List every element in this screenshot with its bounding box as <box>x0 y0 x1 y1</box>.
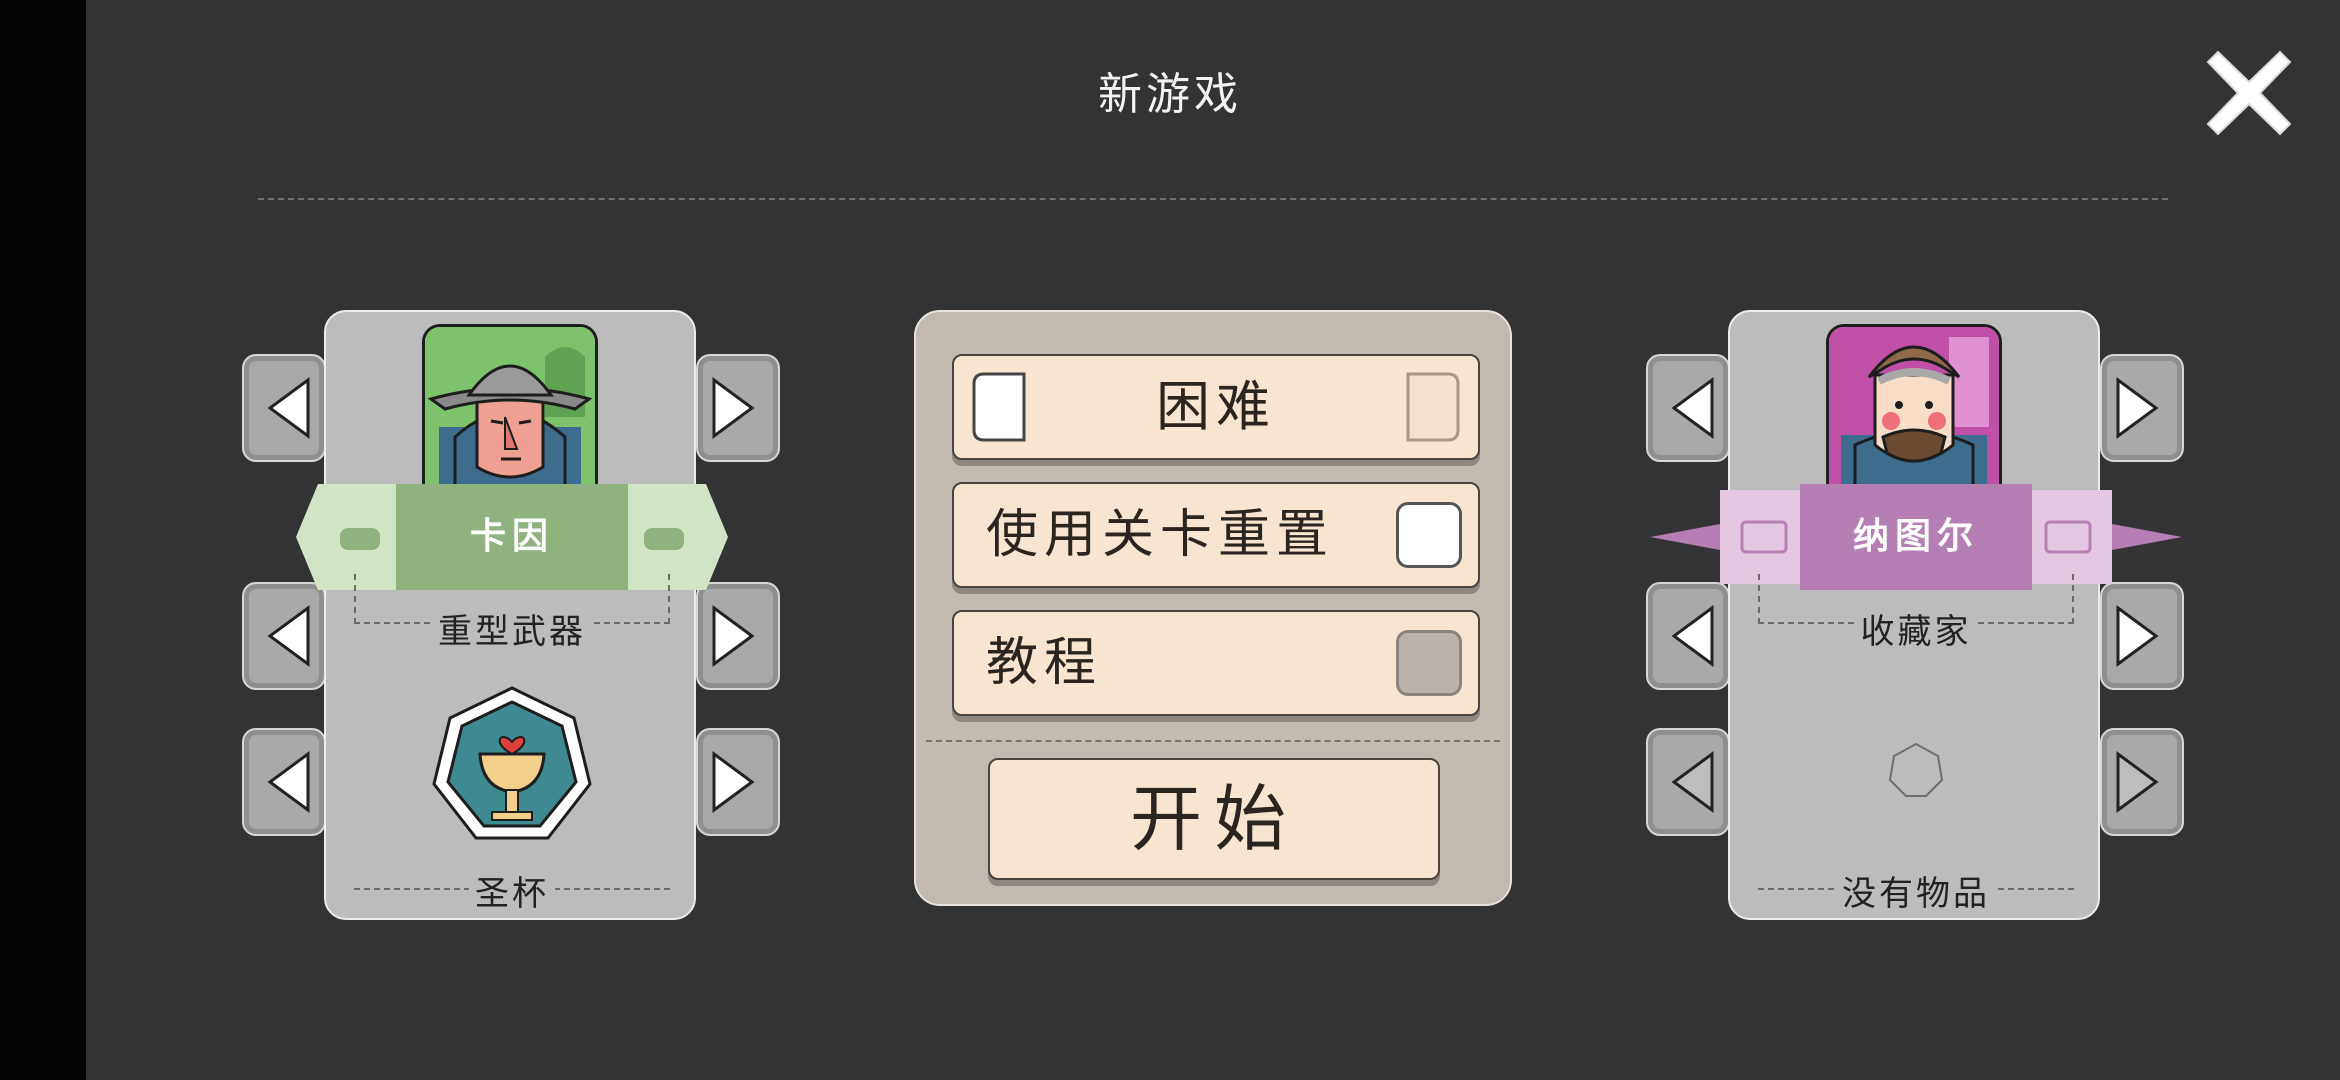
tutorial-label: 教程 <box>986 633 1103 693</box>
prev-relic-button-p2[interactable] <box>1646 728 1730 836</box>
hero-banner-p2: 纳图尔 <box>1650 484 2182 590</box>
arrow-right-icon <box>712 377 755 439</box>
level-reset-label: 使用关卡重置 <box>986 505 1335 565</box>
page-title: 新游戏 <box>1098 69 1242 120</box>
next-weapon-button-p2[interactable] <box>2100 582 2184 690</box>
bearded-hero-portrait-icon <box>1829 327 1999 497</box>
difficulty-prev-button[interactable] <box>970 370 1028 444</box>
tutorial-checkbox[interactable] <box>1396 630 1462 696</box>
player2-panel: 纳图尔 收藏家 没有物品 <box>1650 310 2182 920</box>
arrow-left-icon <box>1671 605 1714 667</box>
weapon-label-p1: 重型武器 <box>432 612 592 652</box>
difficulty-selector: 困难 <box>952 354 1480 460</box>
relic-slot-p2[interactable] <box>1886 740 1946 800</box>
prev-hero-button-p1[interactable] <box>242 354 326 462</box>
prev-weapon-button-p1[interactable] <box>242 582 326 690</box>
relic-label-p2: 没有物品 <box>1836 874 1996 914</box>
close-button[interactable] <box>2204 48 2294 138</box>
next-hero-button-p2[interactable] <box>2100 354 2184 462</box>
knight-portrait-icon <box>425 327 595 497</box>
left-bezel <box>0 0 86 1080</box>
level-reset-checkbox[interactable] <box>1396 502 1462 568</box>
prev-weapon-button-p2[interactable] <box>1646 582 1730 690</box>
arrow-right-icon <box>2116 605 2159 667</box>
hero-name-p1: 卡因 <box>469 516 554 557</box>
grail-icon <box>432 686 592 840</box>
weapon-label-p2: 收藏家 <box>1854 612 1978 652</box>
relic-slot-p1[interactable] <box>430 684 594 848</box>
arrow-left-icon <box>267 751 310 813</box>
divider <box>258 198 2168 200</box>
empty-slot-icon <box>1888 742 1944 797</box>
hero-name-p2: 纳图尔 <box>1852 516 1979 557</box>
arrow-left-icon <box>267 377 310 439</box>
difficulty-value: 困难 <box>1156 375 1276 438</box>
arrow-right-icon <box>2116 377 2159 439</box>
arrow-left-icon <box>972 372 1026 442</box>
arrow-right-icon <box>712 605 755 667</box>
arrow-left-icon <box>1671 377 1714 439</box>
close-icon <box>2206 50 2292 136</box>
prev-hero-button-p2[interactable] <box>1646 354 1730 462</box>
start-button[interactable]: 开始 <box>988 758 1440 880</box>
hero-banner-p1: 卡因 <box>296 484 728 590</box>
player1-panel: 卡因 重型武器 圣杯 <box>296 310 728 920</box>
arrow-left-icon <box>1671 751 1714 813</box>
relic-label-p1: 圣杯 <box>469 874 555 914</box>
prev-relic-button-p1[interactable] <box>242 728 326 836</box>
tutorial-row[interactable]: 教程 <box>952 610 1480 716</box>
next-relic-button-p2[interactable] <box>2100 728 2184 836</box>
arrow-right-icon <box>712 751 755 813</box>
hero-portrait-p2[interactable] <box>1826 324 2002 500</box>
arrow-left-icon <box>267 605 310 667</box>
next-weapon-button-p1[interactable] <box>696 582 780 690</box>
hero-portrait-p1[interactable] <box>422 324 598 500</box>
settings-panel: 困难 使用关卡重置 教程 开始 <box>914 310 1512 906</box>
next-relic-button-p1[interactable] <box>696 728 780 836</box>
difficulty-next-button[interactable] <box>1404 370 1462 444</box>
arrow-right-icon <box>2116 751 2159 813</box>
level-reset-row[interactable]: 使用关卡重置 <box>952 482 1480 588</box>
next-hero-button-p1[interactable] <box>696 354 780 462</box>
arrow-right-icon <box>1406 372 1460 442</box>
